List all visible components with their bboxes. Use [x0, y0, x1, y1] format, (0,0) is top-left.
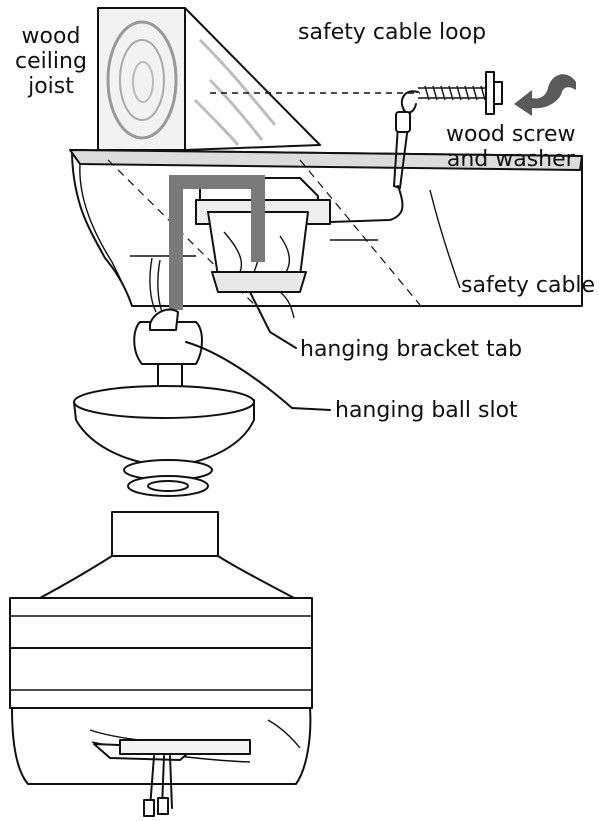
label-hanging-bracket-tab: hanging bracket tab: [300, 337, 523, 362]
dashed-guides: [107, 92, 421, 311]
label-wood-ceiling-joist: wood ceiling joist: [6, 24, 96, 99]
safety-cable: [329, 90, 461, 289]
label-joist-line-1: wood: [21, 24, 81, 49]
label-joist-line-3: joist: [28, 74, 74, 99]
label-safety-cable: safety cable: [461, 273, 596, 298]
wire-leads: [143, 755, 173, 817]
label-safety-cable-loop: safety cable loop: [298, 20, 487, 45]
wood-screw-icon: [418, 71, 503, 115]
canopy: [73, 385, 255, 497]
label-joist-line-2: ceiling: [15, 49, 87, 74]
wood-joist-block: [97, 7, 186, 151]
hanging-ball: [133, 308, 331, 411]
hanging-bracket-hook: [149, 175, 265, 313]
fan-motor-housing: [9, 511, 313, 785]
label-screw-line-1: wood screw: [446, 122, 576, 147]
label-screw-line-2: and washer: [446, 147, 575, 172]
curved-arrow-left-icon: [514, 74, 576, 116]
label-hanging-ball-slot: hanging ball slot: [335, 398, 518, 423]
label-wood-screw-and-washer: wood screw and washer: [446, 122, 576, 172]
